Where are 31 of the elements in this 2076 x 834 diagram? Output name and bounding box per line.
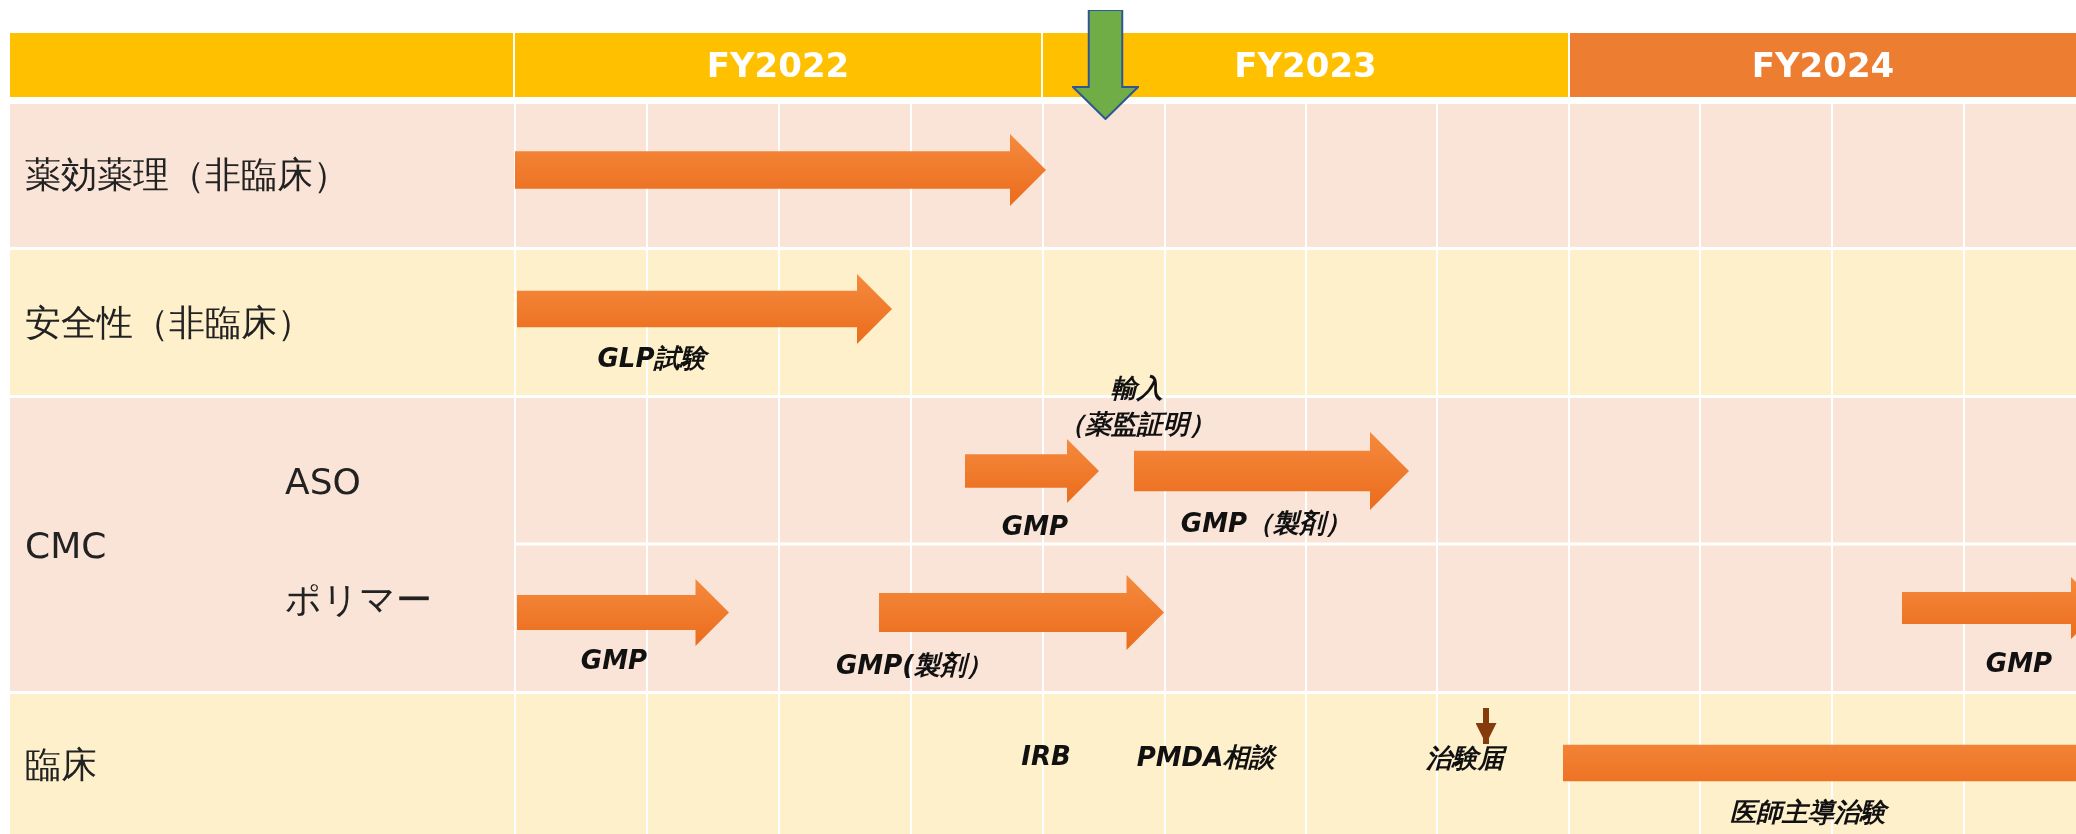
bar-label: GMP（製剤） [1180,506,1352,540]
block-arrow [517,274,892,344]
timeline-row [10,694,2076,834]
year-header: FY2023 [1043,33,1568,97]
header-cell [10,33,513,97]
row-label: 臨床 [25,742,97,787]
milestone-label: IRB [1021,741,1071,771]
row-label: ポリマー [285,577,432,622]
timeline-row [10,104,2076,247]
row-label: 安全性（非臨床） [25,300,313,345]
year-header: FY2022 [515,33,1041,97]
row-label: CMC [25,524,107,566]
block-arrow [965,439,1099,503]
milestone-label: 治験届 [1423,744,1507,772]
year-header: FY2024 [1570,33,2076,97]
block-arrow [517,579,729,646]
bar-label: GMP [580,645,648,675]
bar-label: GMP(製剤） [835,648,993,682]
arrow [1475,708,1497,744]
bar-label: GMP [1001,511,1069,541]
milestone-label: 輸入 [1111,371,1163,405]
block-arrow [879,575,1164,650]
row-label: 薬効薬理（非臨床） [25,152,349,197]
milestone-label: PMDA相談 [1136,740,1276,774]
bar-label: GLP試験 [597,341,707,375]
milestone-label: （薬監証明） [1059,407,1215,441]
block-arrow [515,134,1046,206]
block-arrow [1902,577,2076,639]
bar-label: GMP [1985,648,2053,678]
row-label: ASO [285,460,361,502]
marker-arrow [1072,10,1139,120]
